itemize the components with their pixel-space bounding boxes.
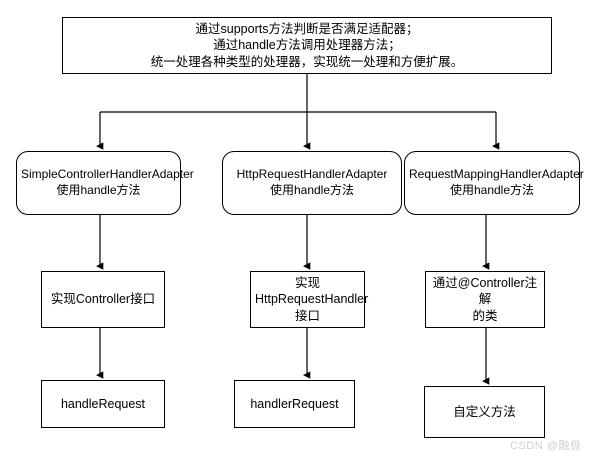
csdn-watermark: CSDN @融极 <box>510 440 582 452</box>
summary-text: 通过supports方法判断是否满足适配器； 通过handle方法调用处理器方法… <box>150 21 464 69</box>
implementation-node-label: 通过@Controller注解 的类 <box>432 275 538 323</box>
adapter-node-label: SimpleControllerHandlerAdapter 使用handle方… <box>21 167 194 197</box>
summary-box: 通过supports方法判断是否满足适配器； 通过handle方法调用处理器方法… <box>62 17 552 74</box>
adapter-node-http-request-handler-adapter: HttpRequestHandlerAdapter 使用handle方法 <box>222 151 402 215</box>
method-node-handle-request: handleRequest <box>41 380 165 428</box>
method-node-custom-method: 自定义方法 <box>424 386 545 438</box>
adapter-node-label: HttpRequestHandlerAdapter 使用handle方法 <box>236 167 388 197</box>
implementation-node-http-request-handler-interface: 实现 HttpRequestHandler 接口 <box>250 271 369 328</box>
implementation-node-controller-interface: 实现Controller接口 <box>41 271 165 328</box>
adapter-node-label: RequestMappingHandlerAdapter 使用handle方法 <box>409 167 584 197</box>
implementation-node-label: 实现 HttpRequestHandler 接口 <box>255 275 369 323</box>
method-node-label: 自定义方法 <box>453 404 516 419</box>
method-node-label: handlerRequest <box>250 396 339 411</box>
adapter-node-simple-controller-handler-adapter: SimpleControllerHandlerAdapter 使用handle方… <box>16 151 194 215</box>
method-node-label: handleRequest <box>60 396 146 411</box>
implementation-node-controller-annotated-class: 通过@Controller注解 的类 <box>425 271 545 328</box>
adapter-node-request-mapping-handler-adapter: RequestMappingHandlerAdapter 使用handle方法 <box>404 151 584 215</box>
method-node-handler-request: handlerRequest <box>234 380 355 428</box>
implementation-node-label: 实现Controller接口 <box>50 292 156 307</box>
